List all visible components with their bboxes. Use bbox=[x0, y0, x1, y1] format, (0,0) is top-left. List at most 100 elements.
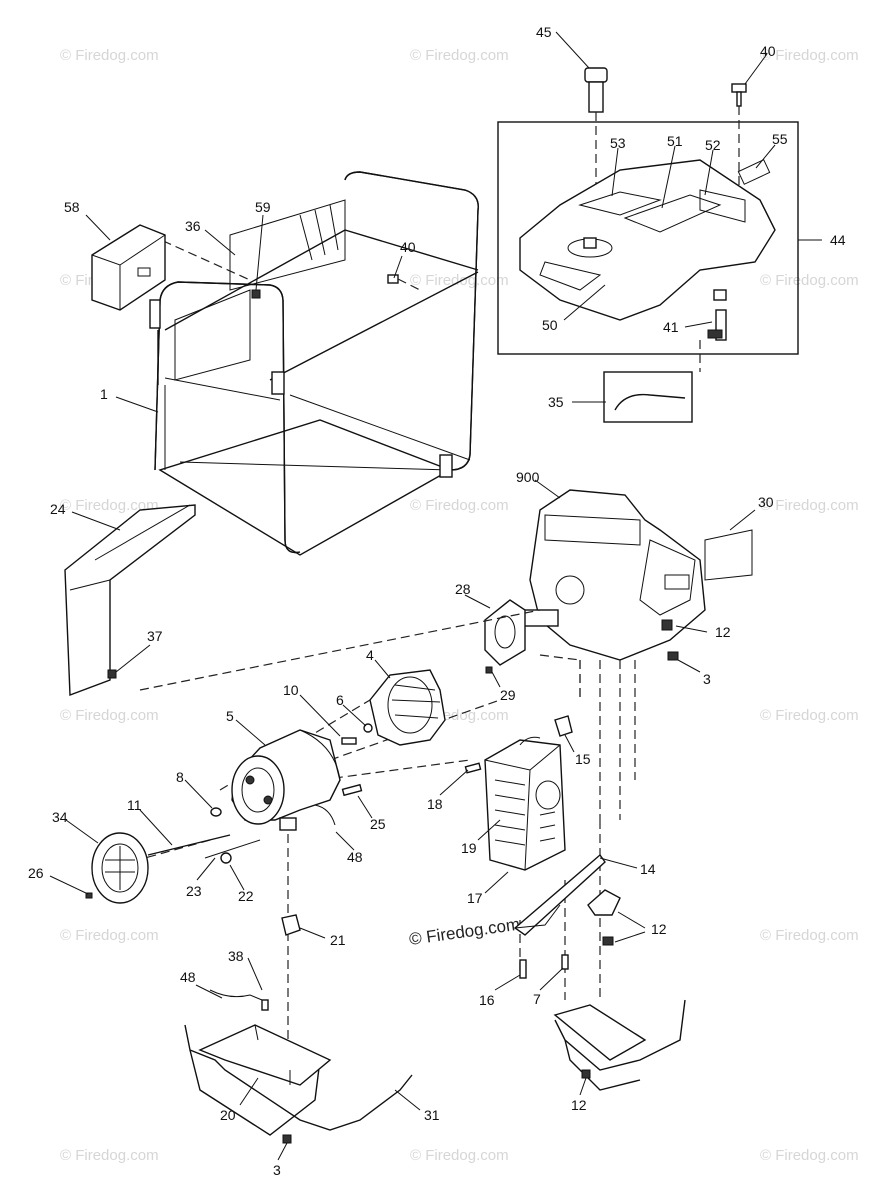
clip bbox=[220, 852, 232, 864]
callout: 3 bbox=[703, 671, 711, 687]
callout: 4 bbox=[366, 647, 374, 663]
callouts: 45 40 53 51 52 55 44 50 41 35 58 36 59 4… bbox=[28, 24, 846, 1178]
callout: 7 bbox=[533, 991, 541, 1007]
callout: 59 bbox=[255, 199, 271, 215]
watermark: © Firedog.com bbox=[60, 497, 159, 514]
bolt bbox=[251, 289, 261, 299]
watermark: © Firedog.com bbox=[410, 497, 509, 514]
callout: 8 bbox=[176, 769, 184, 785]
fuel-tank-assembly bbox=[497, 67, 799, 355]
callout: 40 bbox=[760, 43, 776, 59]
base-cradle-left bbox=[184, 989, 413, 1144]
callout: 10 bbox=[283, 682, 299, 698]
callout: 11 bbox=[127, 797, 142, 813]
callout: 25 bbox=[370, 816, 386, 832]
fuel-cap bbox=[584, 67, 608, 210]
callout: 48 bbox=[180, 969, 196, 985]
watermark: © Firedog.com bbox=[760, 1147, 859, 1164]
watermark: © Firedog.com bbox=[60, 927, 159, 944]
watermark: © Firedog.com bbox=[410, 272, 509, 289]
callout: 58 bbox=[64, 199, 80, 215]
callout: 41 bbox=[663, 319, 679, 335]
callout: 29 bbox=[500, 687, 516, 703]
callout: 18 bbox=[427, 796, 443, 812]
callout: 55 bbox=[772, 131, 788, 147]
callout: 38 bbox=[228, 948, 244, 964]
callout: 19 bbox=[461, 840, 477, 856]
exhaust-gasket bbox=[554, 715, 573, 737]
callout: 20 bbox=[220, 1107, 236, 1123]
base-cradle-right bbox=[553, 999, 686, 1091]
watermark: © Firedog.com bbox=[760, 272, 859, 289]
frame bbox=[149, 171, 479, 556]
vibration-mount bbox=[587, 889, 621, 916]
callout: 26 bbox=[28, 865, 44, 881]
watermark: © Firedog.com bbox=[760, 497, 859, 514]
callout: 3 bbox=[273, 1162, 281, 1178]
end-cover bbox=[91, 832, 149, 904]
callout: 15 bbox=[575, 751, 591, 767]
vibration-mount bbox=[281, 914, 301, 936]
callout: 51 bbox=[667, 133, 683, 149]
fuel-tank-detail-box bbox=[497, 121, 799, 355]
stud bbox=[204, 839, 261, 859]
through-bolt bbox=[147, 834, 231, 856]
bolt bbox=[519, 959, 527, 979]
callout: 31 bbox=[424, 1107, 440, 1123]
engine bbox=[519, 489, 753, 661]
callout: 45 bbox=[536, 24, 552, 40]
muffler-bracket bbox=[513, 853, 606, 936]
muffler-cover bbox=[91, 224, 166, 311]
callout: 48 bbox=[347, 849, 363, 865]
callout: 36 bbox=[185, 218, 201, 234]
callout: 52 bbox=[705, 137, 721, 153]
callout: 35 bbox=[548, 394, 564, 410]
callout: 900 bbox=[516, 469, 540, 485]
callout: 34 bbox=[52, 809, 68, 825]
callout: 40 bbox=[400, 239, 416, 255]
callout: 14 bbox=[640, 861, 656, 877]
bolt bbox=[464, 762, 482, 774]
alternator bbox=[231, 729, 341, 831]
callout: 53 bbox=[610, 135, 626, 151]
watermark: © Firedog.com bbox=[60, 47, 159, 64]
callout: 16 bbox=[479, 992, 495, 1008]
watermark: © Firedog.com bbox=[760, 707, 859, 724]
watermark: © Firedog.com bbox=[410, 1147, 509, 1164]
watermark: © Firedog.com bbox=[760, 927, 859, 944]
callout: 28 bbox=[455, 581, 471, 597]
bolt bbox=[341, 737, 357, 745]
heat-shield bbox=[64, 504, 196, 696]
watermark: © Firedog.com bbox=[60, 1147, 159, 1164]
callout: 44 bbox=[830, 232, 846, 248]
callout: 12 bbox=[571, 1097, 587, 1113]
fuel-line bbox=[603, 340, 701, 423]
callout: 50 bbox=[542, 317, 558, 333]
callout: 30 bbox=[758, 494, 774, 510]
callout: 22 bbox=[238, 888, 254, 904]
muffler bbox=[484, 739, 566, 871]
nut bbox=[602, 936, 614, 946]
gasket bbox=[484, 599, 526, 674]
watermark: © Firedog.com bbox=[60, 707, 159, 724]
bolt bbox=[561, 954, 569, 970]
callout: 5 bbox=[226, 708, 234, 724]
callout: 1 bbox=[100, 386, 108, 402]
callout: 12 bbox=[651, 921, 667, 937]
exhaust-pipe bbox=[519, 736, 541, 746]
bolt bbox=[341, 783, 363, 797]
callout: 37 bbox=[147, 628, 163, 644]
washer bbox=[210, 807, 222, 817]
callout: 24 bbox=[50, 501, 66, 517]
center-watermark: © Firedog.com bbox=[408, 915, 521, 949]
callout: 21 bbox=[330, 932, 346, 948]
watermark: © Firedog.com bbox=[760, 47, 859, 64]
fuel-tank bbox=[519, 159, 776, 321]
screw bbox=[85, 892, 93, 899]
callout: 17 bbox=[467, 890, 483, 906]
fan-housing bbox=[369, 669, 446, 746]
ground-wire bbox=[314, 804, 336, 826]
callout: 12 bbox=[715, 624, 731, 640]
leader-lines bbox=[49, 31, 822, 1161]
